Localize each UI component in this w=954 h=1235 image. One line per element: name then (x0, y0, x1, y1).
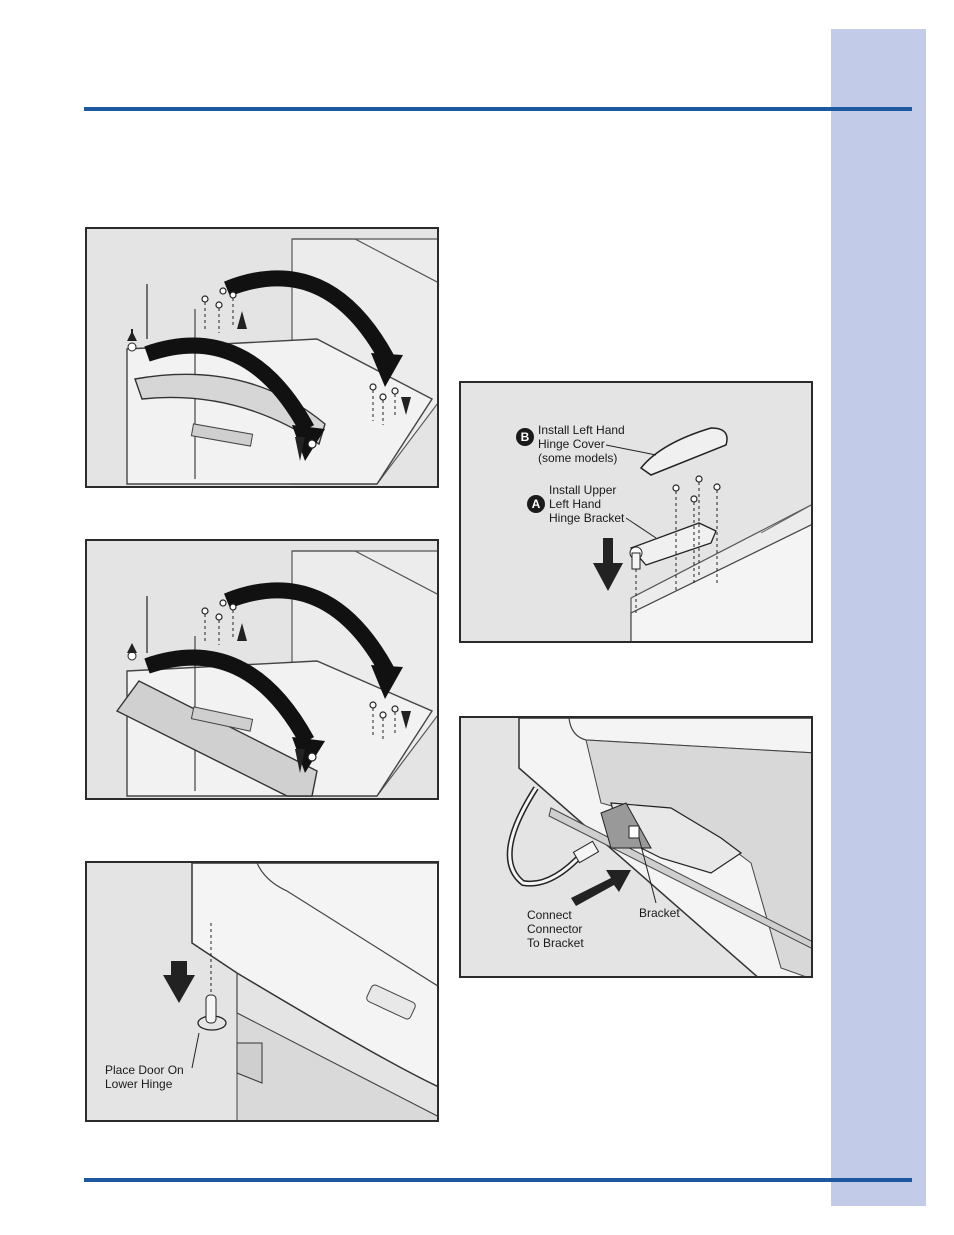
lower-hinge-label: Place Door On Lower Hinge (105, 1063, 184, 1091)
connect-connector-label: Connect Connector To Bracket (527, 908, 584, 950)
door-reversal-illustration-2 (85, 539, 439, 800)
bracket-label: Bracket (639, 906, 680, 920)
hinge-cover-label: Install Left Hand Hinge Cover (some mode… (538, 423, 625, 465)
lower-hinge-illustration: Place Door On Lower Hinge (85, 861, 439, 1122)
callout-badge-b: B (516, 428, 534, 446)
hinge-bracket-illustration: B Install Left Hand Hinge Cover (some mo… (459, 381, 813, 643)
hinge-bracket-label: Install Upper Left Hand Hinge Bracket (549, 483, 624, 525)
footer-rule (84, 1178, 912, 1182)
door-reversal-illustration-1 (85, 227, 439, 488)
header-rule (84, 107, 912, 111)
callout-badge-a: A (527, 495, 545, 513)
connector-illustration: Connect Connector To Bracket Bracket (459, 716, 813, 978)
page-side-tab (831, 29, 926, 1206)
